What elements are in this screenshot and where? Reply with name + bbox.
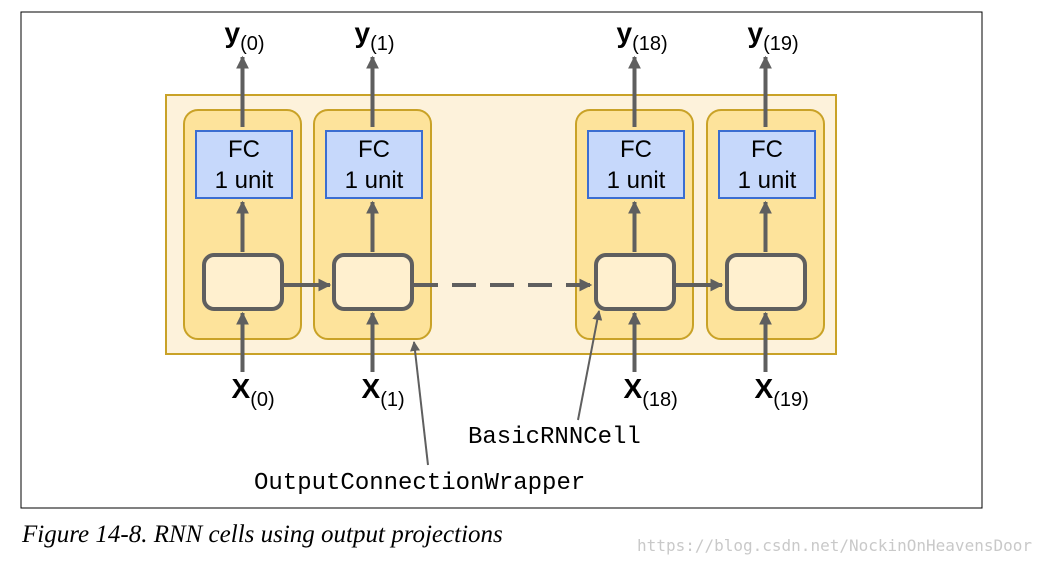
fc-label: FC: [751, 136, 783, 163]
output-label-t18-symbol: y: [617, 17, 633, 48]
basic-rnn-cell-box: [594, 253, 676, 311]
callouts: BasicRNNCell OutputConnectionWrapper: [254, 310, 641, 497]
output-label-t1-symbol: y: [355, 17, 371, 48]
output-label-t1: y(1): [355, 17, 395, 55]
output-label-t19-index: (19): [763, 33, 799, 55]
input-label-t18: X(18): [624, 373, 678, 411]
fc-unit-label: 1 unit: [738, 167, 797, 194]
figure-caption: Figure 14-8. RNN cells using output proj…: [21, 521, 503, 548]
output-label-t19-symbol: y: [748, 17, 764, 48]
fc-box: [587, 130, 685, 199]
basic-rnn-cell-box: [202, 253, 284, 311]
fc-unit-label: 1 unit: [607, 167, 666, 194]
output-label-t0-symbol: y: [225, 17, 241, 48]
input-label-t0-index: (0): [250, 389, 274, 411]
input-label-t0: X(0): [232, 373, 275, 411]
fc-label: FC: [358, 136, 390, 163]
basic-rnn-cell-box: [332, 253, 414, 311]
fc-unit-label: 1 unit: [215, 167, 274, 194]
fc-box: [195, 130, 293, 199]
input-label-t18-index: (18): [642, 389, 678, 411]
input-label-t1: X(1): [362, 373, 405, 411]
input-label-t19: X(19): [755, 373, 809, 411]
output-label-t19: y(19): [748, 17, 799, 55]
input-label-t19-symbol: X: [755, 373, 774, 404]
output-label-t0-index: (0): [240, 33, 264, 55]
basic-rnn-cell-label: BasicRNNCell: [468, 424, 641, 451]
input-label-t1-index: (1): [380, 389, 404, 411]
output-label-t1-index: (1): [370, 33, 394, 55]
fc-label: FC: [228, 136, 260, 163]
input-label-t19-index: (19): [773, 389, 809, 411]
basic-cell-pointer: [577, 310, 603, 421]
fc-unit-label: 1 unit: [345, 167, 404, 194]
output-label-t0: y(0): [225, 17, 265, 55]
watermark: https://blog.csdn.net/NockinOnHeavensDoo…: [637, 536, 1032, 555]
output-label-t18: y(18): [617, 17, 668, 55]
input-label-t18-symbol: X: [624, 373, 643, 404]
fc-box: [325, 130, 423, 199]
fc-label: FC: [620, 136, 652, 163]
input-label-t0-symbol: X: [232, 373, 251, 404]
wrapper-pointer: [410, 341, 429, 466]
fc-box: [718, 130, 816, 199]
output-connection-wrapper-label: OutputConnectionWrapper: [254, 470, 585, 497]
output-label-t18-index: (18): [632, 33, 668, 55]
basic-rnn-cell-box: [725, 253, 807, 311]
input-label-t1-symbol: X: [362, 373, 381, 404]
